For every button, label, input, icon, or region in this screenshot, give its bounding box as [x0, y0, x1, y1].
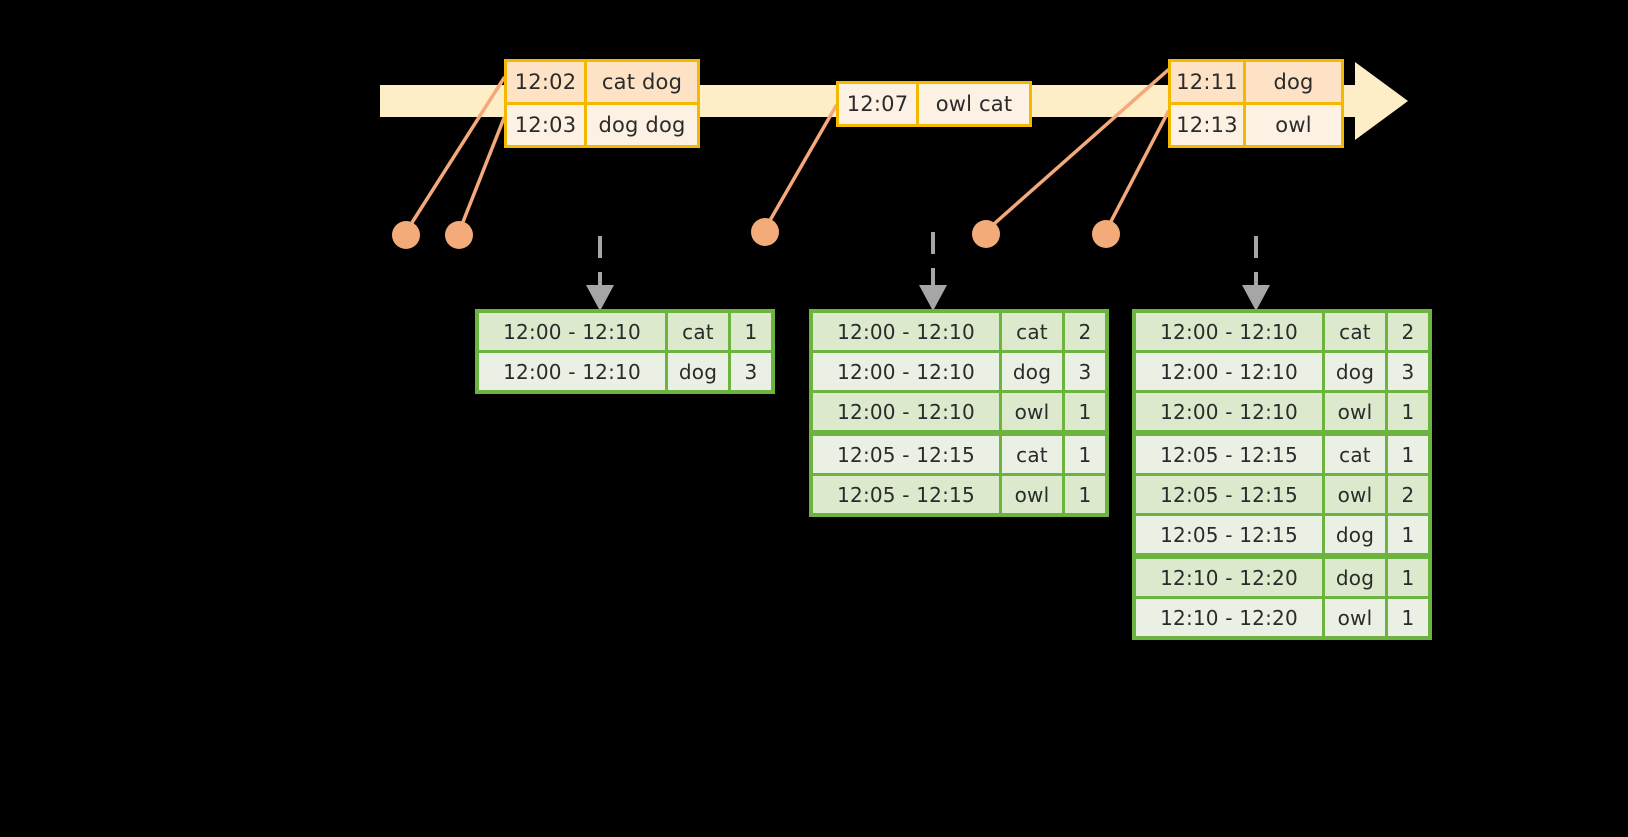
cell-window: 12:00 - 12:10 — [1136, 313, 1322, 350]
cell-window: 12:05 - 12:15 — [1136, 476, 1322, 513]
event-dots — [392, 218, 1120, 249]
cell-word: owl — [1325, 476, 1385, 513]
event-words: owl — [1246, 105, 1341, 145]
cell-count: 1 — [1388, 516, 1428, 553]
cell-window: 12:10 - 12:20 — [1136, 599, 1322, 636]
cell-count: 1 — [1388, 599, 1428, 636]
cell-count: 1 — [1388, 393, 1428, 430]
cell-count: 2 — [1065, 313, 1105, 350]
cell-word: cat — [668, 313, 728, 350]
event-words: owl cat — [919, 84, 1029, 124]
emit-arrows — [598, 232, 1258, 288]
cell-window: 12:00 - 12:10 — [1136, 393, 1322, 430]
connector-2 — [457, 116, 506, 234]
cell-window: 12:00 - 12:10 — [479, 353, 665, 390]
cell-count: 1 — [1065, 393, 1105, 430]
cell-word: cat — [1002, 436, 1062, 473]
cell-count: 1 — [1065, 436, 1105, 473]
cell-window: 12:05 - 12:15 — [813, 476, 999, 513]
cell-window: 12:00 - 12:10 — [813, 313, 999, 350]
event-time: 12:11 — [1171, 62, 1246, 102]
event-time: 12:07 — [839, 84, 919, 124]
cell-word: dog — [1325, 353, 1385, 390]
event-row[interactable]: 12:07 owl cat — [839, 84, 1029, 124]
event-box-3[interactable]: 12:11 dog 12:13 owl — [1168, 59, 1344, 148]
cell-window: 12:05 - 12:15 — [1136, 516, 1322, 553]
event-box-2[interactable]: 12:07 owl cat — [836, 81, 1032, 127]
event-dot-5 — [1092, 220, 1120, 248]
emit-arrowhead-1 — [586, 285, 614, 311]
event-box-1[interactable]: 12:02 cat dog 12:03 dog dog — [504, 59, 700, 148]
cell-window: 12:00 - 12:10 — [813, 353, 999, 390]
cell-word: cat — [1325, 313, 1385, 350]
event-words: dog dog — [587, 105, 697, 145]
cell-window: 12:05 - 12:15 — [1136, 436, 1322, 473]
cell-count: 3 — [1065, 353, 1105, 390]
connector-5 — [1104, 110, 1170, 233]
cell-word: owl — [1002, 476, 1062, 513]
cell-window: 12:10 - 12:20 — [1136, 559, 1322, 596]
event-time: 12:02 — [507, 62, 587, 102]
emit-arrowhead-3 — [1242, 285, 1270, 311]
cell-word: cat — [1002, 313, 1062, 350]
cell-count: 1 — [1065, 476, 1105, 513]
cell-window: 12:00 - 12:10 — [813, 393, 999, 430]
event-time: 12:03 — [507, 105, 587, 145]
cell-count: 2 — [1388, 476, 1428, 513]
cell-count: 3 — [1388, 353, 1428, 390]
event-dot-4 — [972, 220, 1000, 248]
cell-word: dog — [668, 353, 728, 390]
cell-count: 2 — [1388, 313, 1428, 350]
event-dot-2 — [445, 221, 473, 249]
cell-window: 12:00 - 12:10 — [479, 313, 665, 350]
event-dot-1 — [392, 221, 420, 249]
cell-word: owl — [1002, 393, 1062, 430]
cell-word: owl — [1325, 599, 1385, 636]
connector-3 — [763, 104, 838, 231]
cell-word: dog — [1325, 559, 1385, 596]
cell-word: dog — [1002, 353, 1062, 390]
event-row[interactable]: 12:11 dog — [1171, 62, 1341, 102]
event-words: dog — [1246, 62, 1341, 102]
event-words: cat dog — [587, 62, 697, 102]
emit-arrowhead-2 — [919, 285, 947, 311]
cell-window: 12:00 - 12:10 — [1136, 353, 1322, 390]
event-row[interactable]: 12:02 cat dog — [507, 62, 697, 102]
cell-count: 1 — [1388, 436, 1428, 473]
event-time: 12:13 — [1171, 105, 1246, 145]
cell-count: 3 — [731, 353, 771, 390]
connector-1 — [404, 76, 506, 234]
cell-word: cat — [1325, 436, 1385, 473]
event-dot-3 — [751, 218, 779, 246]
event-row[interactable]: 12:13 owl — [1171, 102, 1341, 145]
cell-window: 12:05 - 12:15 — [813, 436, 999, 473]
emit-arrowheads — [586, 285, 1270, 311]
cell-word: owl — [1325, 393, 1385, 430]
cell-count: 1 — [1388, 559, 1428, 596]
cell-count: 1 — [731, 313, 771, 350]
cell-word: dog — [1325, 516, 1385, 553]
event-row[interactable]: 12:03 dog dog — [507, 102, 697, 145]
